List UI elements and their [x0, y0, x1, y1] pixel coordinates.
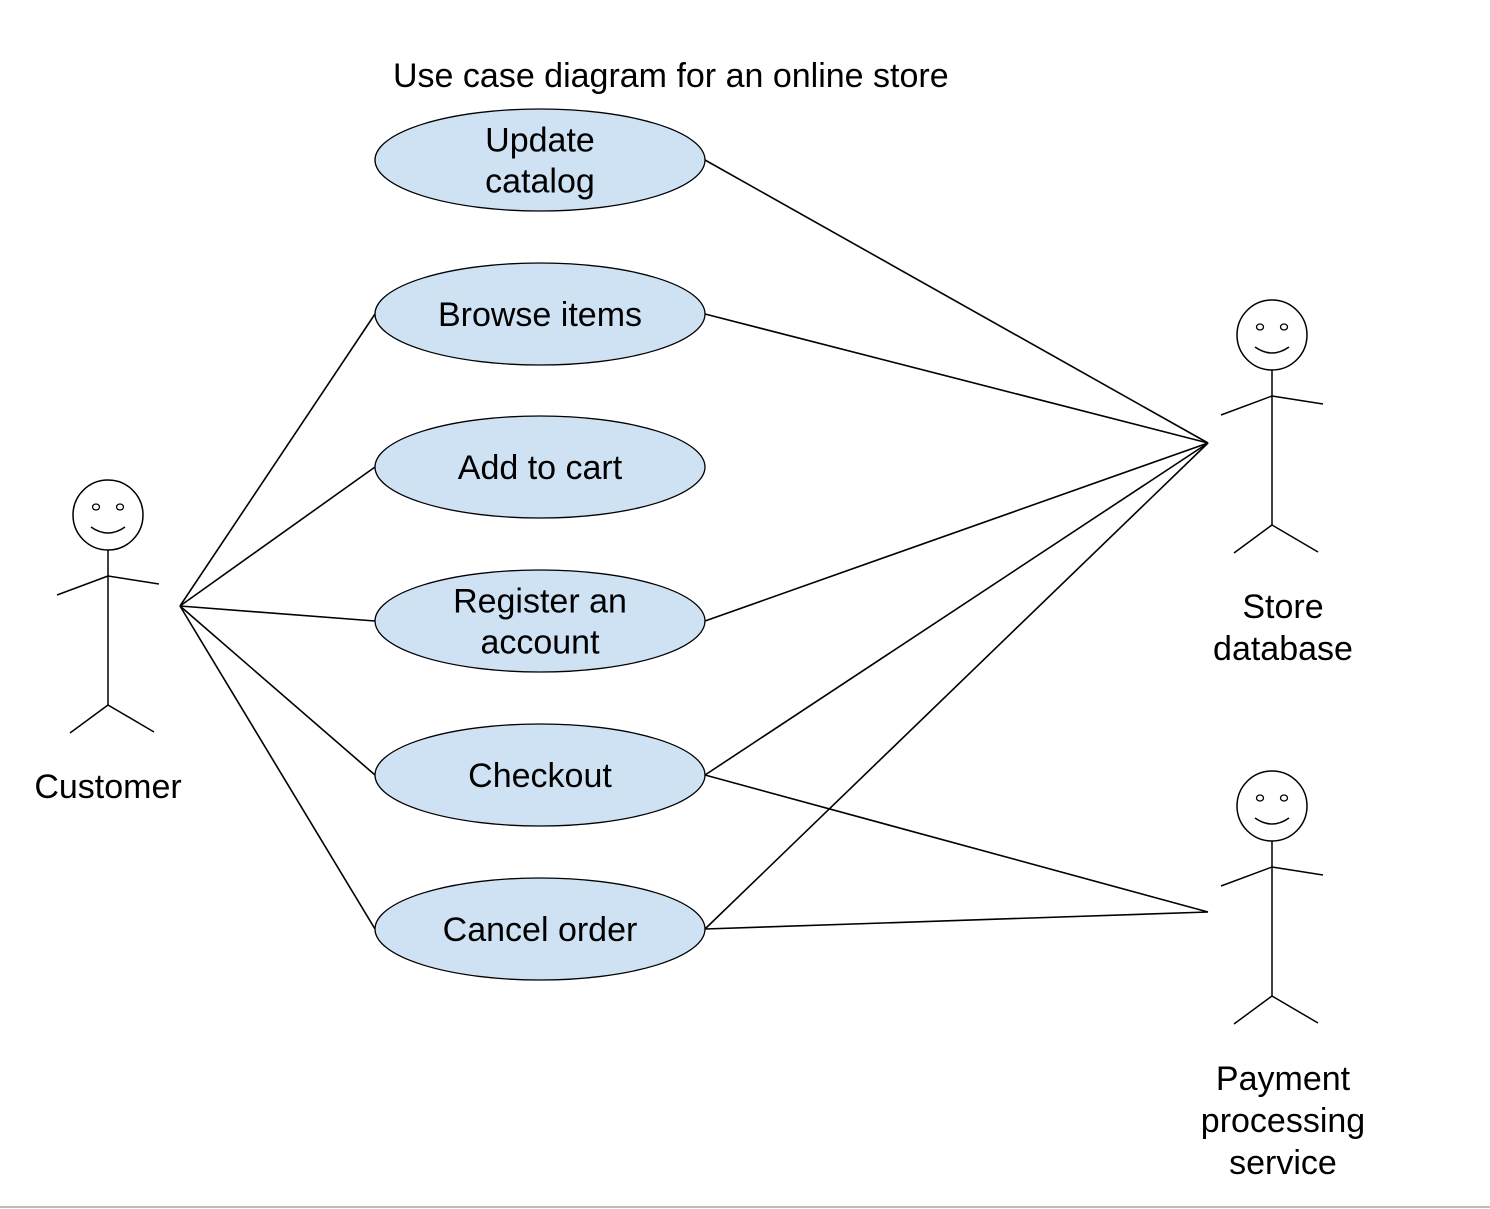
diagram-title: Use case diagram for an online store	[393, 57, 949, 95]
use-case-ellipse	[374, 415, 706, 519]
use-case-label: Browse items	[438, 296, 642, 334]
association-store_database-browse_items	[704, 313, 1209, 444]
association-customer-browse_items	[179, 313, 376, 607]
association-store_database-checkout	[704, 442, 1209, 776]
association-payment_service-checkout	[704, 774, 1209, 913]
association-customer-register_account	[179, 605, 376, 622]
use-case-browse-items: Browse items	[374, 262, 706, 366]
use-case-label: Cancel order	[443, 911, 638, 949]
use-case-add-to-cart: Add to cart	[374, 415, 706, 519]
use-case-cancel-order: Cancel order	[374, 877, 706, 981]
actor-payment-service: Payment processing service	[1201, 770, 1365, 1182]
association-customer-cancel_order	[179, 605, 376, 930]
actor-store-database: Store database	[1213, 299, 1353, 668]
actor-label: Customer	[34, 768, 181, 806]
stick-figure-icon	[56, 479, 160, 734]
actor-label: Payment	[1216, 1060, 1351, 1098]
association-store_database-cancel_order	[704, 442, 1209, 930]
associations-layer	[179, 159, 1209, 930]
use-case-checkout: Checkout	[374, 723, 706, 827]
association-store_database-register_account	[704, 442, 1209, 622]
use-case-ellipse	[374, 262, 706, 366]
use-case-label: account	[480, 624, 600, 662]
use-case-ellipse	[374, 723, 706, 827]
use-case-label: Register an	[453, 583, 627, 621]
actor-label: Store	[1242, 588, 1323, 626]
association-payment_service-cancel_order	[704, 911, 1209, 930]
use-case-label: Add to cart	[458, 449, 623, 487]
stick-figure-icon	[1220, 770, 1324, 1025]
association-customer-add_to_cart	[179, 466, 376, 607]
actor-label: service	[1229, 1144, 1337, 1182]
association-customer-checkout	[179, 605, 376, 776]
actor-label: database	[1213, 630, 1353, 668]
use-case-ellipse	[374, 877, 706, 981]
use-case-label: Update	[485, 122, 595, 160]
use-case-ellipse	[374, 108, 706, 212]
use-case-label: Checkout	[468, 757, 612, 795]
stick-figure-icon	[1220, 299, 1324, 554]
use-case-label: catalog	[485, 163, 595, 201]
actor-customer: Customer	[34, 479, 182, 806]
actor-label: processing	[1201, 1102, 1365, 1140]
association-store_database-update_catalog	[704, 159, 1209, 444]
use-case-ellipse	[374, 569, 706, 673]
